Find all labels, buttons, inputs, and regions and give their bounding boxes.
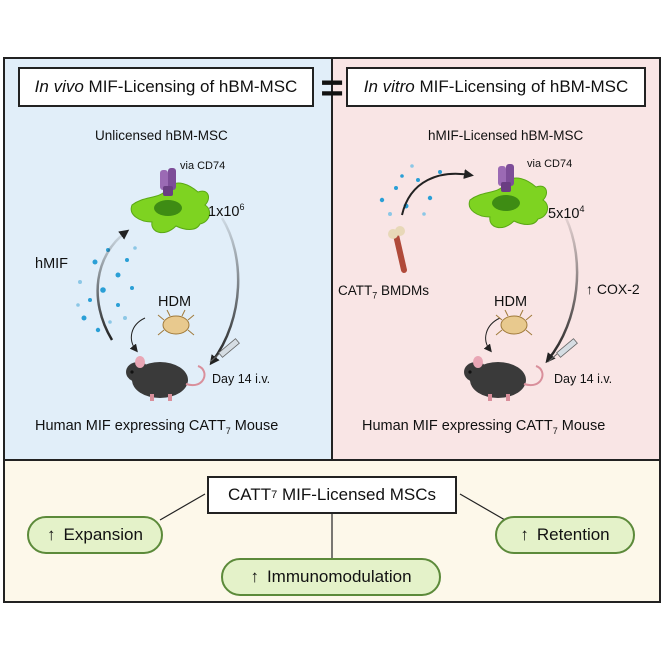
in-vitro-title-em: In vitro	[363, 77, 415, 96]
bmdm-label: CATT7 BMDMs	[338, 283, 429, 301]
hmif-dots-right	[379, 164, 442, 216]
cox2-up-arrow: ↑	[586, 281, 593, 297]
retention-pill: ↑ Retention	[495, 516, 635, 554]
bone-marrow-icon	[388, 226, 407, 273]
arrow-to-cell-left	[96, 229, 130, 341]
arrow-to-mouse-right	[545, 217, 579, 364]
in-vivo-title-em: In vivo	[34, 77, 84, 96]
retention-up-arrow: ↑	[520, 525, 529, 544]
hmif-dots	[76, 246, 137, 333]
in-vitro-title-rest: MIF-Licensing of hBM-MSC	[414, 77, 629, 96]
retention-label: Retention	[536, 525, 610, 544]
expansion-pill: ↑ Expansion	[27, 516, 163, 554]
msc-cell-left	[130, 182, 211, 234]
mouse-label-right-a: Human MIF expressing CATT	[362, 418, 553, 434]
via-cd74-left: via CD74	[180, 160, 226, 172]
hdm-label-left: HDM	[158, 294, 192, 310]
immunomodulation-label: Immunomodulation	[266, 567, 412, 586]
licensed-mscs-b: MIF-Licensed MSCs	[277, 485, 436, 504]
immunomodulation-up-arrow: ↑	[250, 567, 259, 586]
in-vivo-title: In vivo MIF-Licensing of hBM-MSC	[18, 67, 314, 107]
hmif-label: hMIF	[35, 256, 69, 272]
expansion-up-arrow: ↑	[47, 525, 56, 544]
hdm-label-right: HDM	[494, 294, 528, 310]
dose-right-base: 5x10	[548, 205, 580, 222]
licensed-mscs-a: CATT	[228, 485, 272, 504]
licensed-mscs-sub: 7	[271, 489, 278, 501]
hdm-mite-left	[157, 309, 195, 336]
dose-left: 1x106	[208, 202, 244, 220]
hdm-arrow-right	[483, 317, 501, 353]
via-cd74-right: via CD74	[527, 158, 573, 170]
hdm-arrow-left	[129, 317, 146, 353]
dose-left-base: 1x10	[208, 203, 240, 220]
bmdm-label-sub: 7	[372, 290, 378, 301]
syringe-right	[547, 338, 578, 363]
cox2-text: COX-2	[596, 281, 640, 297]
hdm-mite-right	[495, 309, 533, 336]
bmdm-label-b: BMDMs	[377, 283, 430, 298]
mouse-label-right: Human MIF expressing CATT7 Mouse	[362, 418, 605, 436]
day-label-left: Day 14 i.v.	[212, 372, 271, 386]
arrow-bmdm-to-cell	[401, 169, 474, 216]
cox2-label: ↑ COX-2	[586, 281, 640, 297]
licensed-label: hMIF-Licensed hBM-MSC	[428, 128, 584, 143]
day-label-right: Day 14 i.v.	[554, 372, 613, 386]
dose-right-exp: 4	[579, 204, 585, 214]
mouse-label-right-b: Mouse	[557, 418, 606, 434]
mouse-label-left: Human MIF expressing CATT7 Mouse	[35, 418, 278, 436]
unlicensed-label: Unlicensed hBM-MSC	[95, 128, 228, 143]
mouse-label-left-sub: 7	[225, 425, 231, 436]
cd74-receptor-left	[160, 168, 176, 196]
mouse-right	[464, 356, 544, 401]
bmdm-label-a: CATT	[338, 283, 373, 298]
equals-sign: =	[320, 66, 344, 110]
expansion-label: Expansion	[63, 525, 143, 544]
mouse-label-left-b: Mouse	[230, 418, 279, 434]
mouse-left	[126, 356, 206, 401]
immunomodulation-pill: ↑ Immunomodulation	[221, 558, 441, 596]
in-vivo-title-rest: MIF-Licensing of hBM-MSC	[83, 77, 298, 96]
syringe-left	[209, 338, 240, 363]
dose-right: 5x104	[548, 204, 584, 222]
in-vitro-title: In vitro MIF-Licensing of hBM-MSC	[346, 67, 646, 107]
dose-left-exp: 6	[239, 202, 245, 212]
mouse-label-left-a: Human MIF expressing CATT	[35, 418, 226, 434]
arrow-to-mouse-left	[209, 217, 240, 366]
mouse-label-right-sub: 7	[552, 425, 558, 436]
outcome-connectors	[159, 493, 506, 562]
cd74-receptor-right	[498, 164, 514, 192]
